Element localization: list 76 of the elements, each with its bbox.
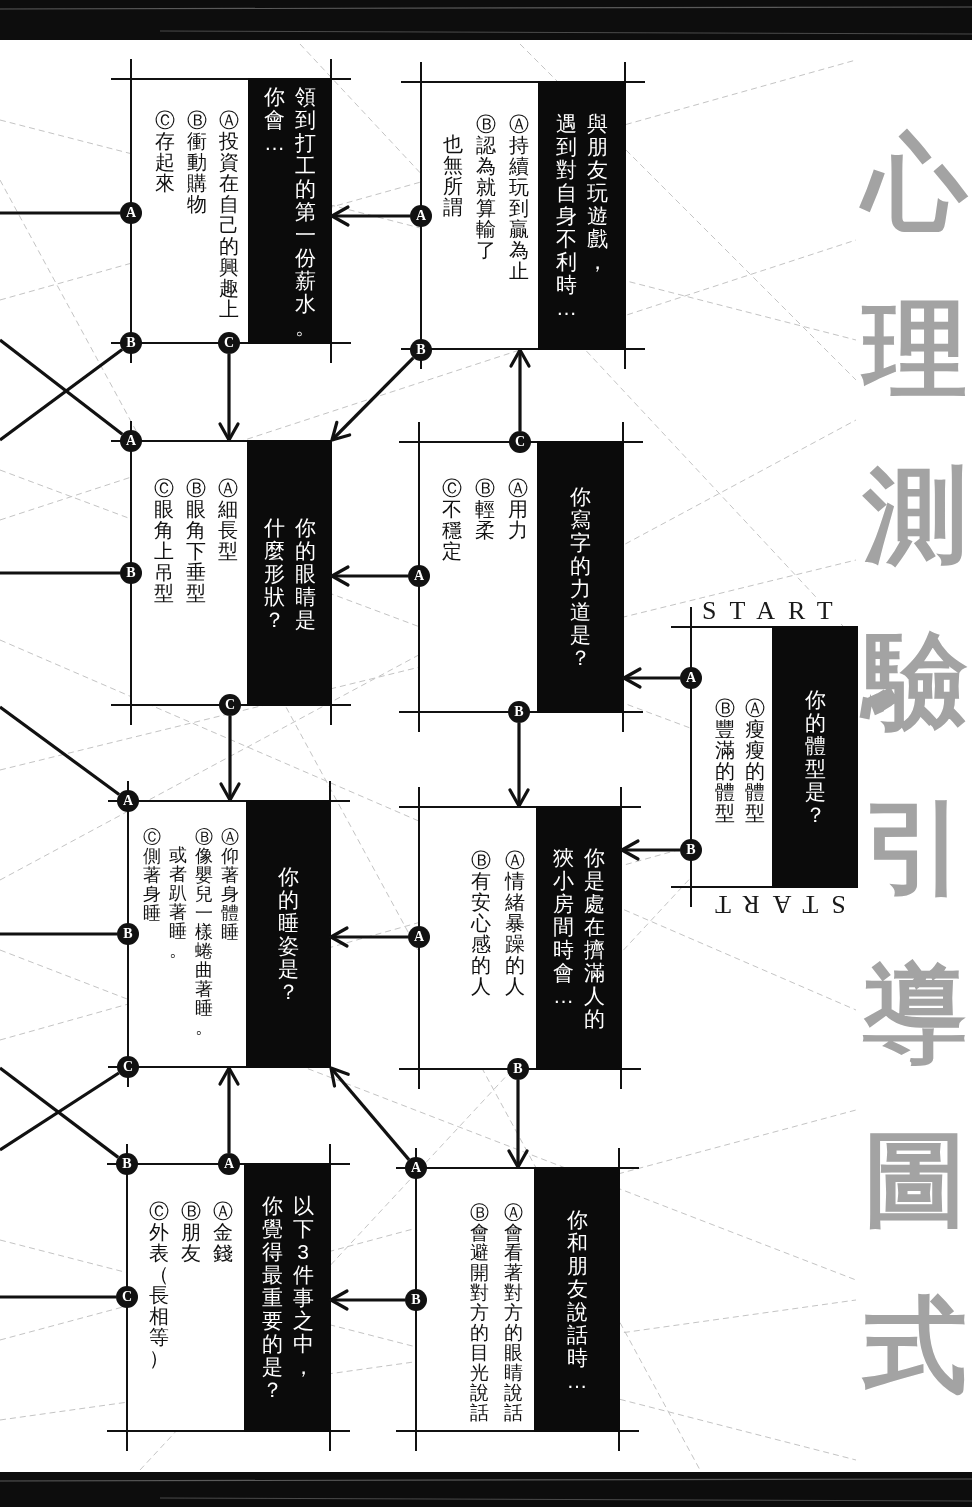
choice-circle: C — [117, 1056, 139, 1078]
choice-circle: B — [410, 339, 432, 361]
option-text: Ⓑ衝動購物 — [186, 110, 208, 215]
choice-circle: B — [116, 1153, 138, 1175]
question-panel: 你的體型是？ — [772, 626, 858, 888]
arrow — [507, 1080, 529, 1169]
arrow — [330, 356, 415, 442]
choice-circle: A — [218, 1153, 240, 1175]
option-text: Ⓑ認為就算輸了也無所謂 — [442, 114, 497, 261]
choice-circle: A — [405, 1157, 427, 1179]
question-panel: 以下3件事之中，你覺得最重要的是？ — [244, 1163, 331, 1432]
option-text: Ⓒ側著身睡 — [142, 828, 162, 923]
option-text: Ⓑ豐滿的體型 — [714, 698, 736, 824]
choice-circle: A — [410, 205, 432, 227]
arrow — [509, 348, 531, 431]
option-text: Ⓒ眼角上吊型 — [153, 478, 175, 604]
question-panel: 你的睡姿是？ — [246, 800, 331, 1068]
choice-circle: C — [509, 431, 531, 453]
choice-circle: A — [680, 667, 702, 689]
option-text: Ⓒ不穩定 — [441, 478, 463, 562]
connector-line — [0, 348, 124, 442]
choice-circle: A — [120, 430, 142, 452]
option-text: Ⓐ投資在自己的興趣上 — [218, 110, 240, 320]
arrow — [218, 354, 240, 442]
choice-circle: B — [120, 332, 142, 354]
choice-circle: B — [120, 562, 142, 584]
choice-circle: B — [508, 701, 530, 723]
option-text: Ⓐ仰著身體睡 — [220, 828, 240, 942]
choice-circle: A — [120, 202, 142, 224]
option-text: Ⓒ外表（長相等） — [148, 1201, 170, 1369]
option-text: Ⓐ持續玩到贏為止 — [508, 114, 530, 282]
choice-circle: C — [219, 694, 241, 716]
question-panel: 你寫字的力道是？ — [537, 441, 624, 713]
option-text: Ⓐ會看著對方的眼睛說話 — [503, 1203, 524, 1423]
choice-circle: A — [117, 790, 139, 812]
question-panel: 你和朋友說話時… — [534, 1167, 620, 1432]
arrow — [620, 839, 680, 861]
arrow — [329, 926, 408, 948]
connector-line — [0, 338, 124, 436]
connector-line — [0, 211, 120, 215]
option-text: Ⓐ瘦瘦的體型 — [744, 698, 766, 824]
connector-line — [0, 932, 117, 936]
choice-circle: C — [218, 332, 240, 354]
choice-circle: B — [680, 839, 702, 861]
arrow — [622, 667, 680, 689]
arrow — [508, 723, 530, 808]
choice-circle: B — [117, 923, 139, 945]
question-panel: 領到打工的第一份薪水。你會… — [248, 78, 332, 344]
option-text: Ⓑ朋友 — [180, 1201, 202, 1264]
arrow — [330, 205, 410, 227]
arrow — [329, 1289, 405, 1311]
choice-circle: A — [408, 926, 430, 948]
connector-line — [0, 705, 121, 796]
question-panel: 與朋友玩遊戲，遇到對自身不利時… — [538, 81, 626, 350]
arrow — [329, 1066, 411, 1161]
choice-circle: B — [507, 1058, 529, 1080]
option-text: Ⓑ像嬰兒一樣蜷曲著睡。或者趴著睡。 — [168, 828, 214, 1037]
option-text: Ⓐ金錢 — [212, 1201, 234, 1264]
option-text: Ⓐ用力 — [507, 478, 529, 541]
question-panel: 你的眼睛是什麼形狀？ — [247, 440, 332, 706]
arrow — [330, 565, 408, 587]
connector-line — [0, 1295, 116, 1299]
connector-line — [0, 571, 120, 575]
choice-circle: B — [405, 1289, 427, 1311]
option-text: Ⓒ存起來 — [154, 110, 176, 194]
option-text: Ⓐ細長型 — [217, 478, 239, 562]
choice-circle: A — [408, 565, 430, 587]
arrow — [219, 716, 241, 802]
option-text: Ⓑ輕柔 — [474, 478, 496, 541]
choice-circle: C — [116, 1286, 138, 1308]
option-text: Ⓑ眼角下垂型 — [185, 478, 207, 604]
option-text: Ⓑ會避開對方的目光說話 — [469, 1203, 490, 1423]
option-text: Ⓐ情緒暴躁的人 — [504, 850, 526, 997]
arrow — [218, 1066, 240, 1153]
option-text: Ⓑ有安心感的人 — [470, 850, 492, 997]
question-panel: 你是處在擠滿人的狹小房間時會… — [536, 806, 622, 1070]
